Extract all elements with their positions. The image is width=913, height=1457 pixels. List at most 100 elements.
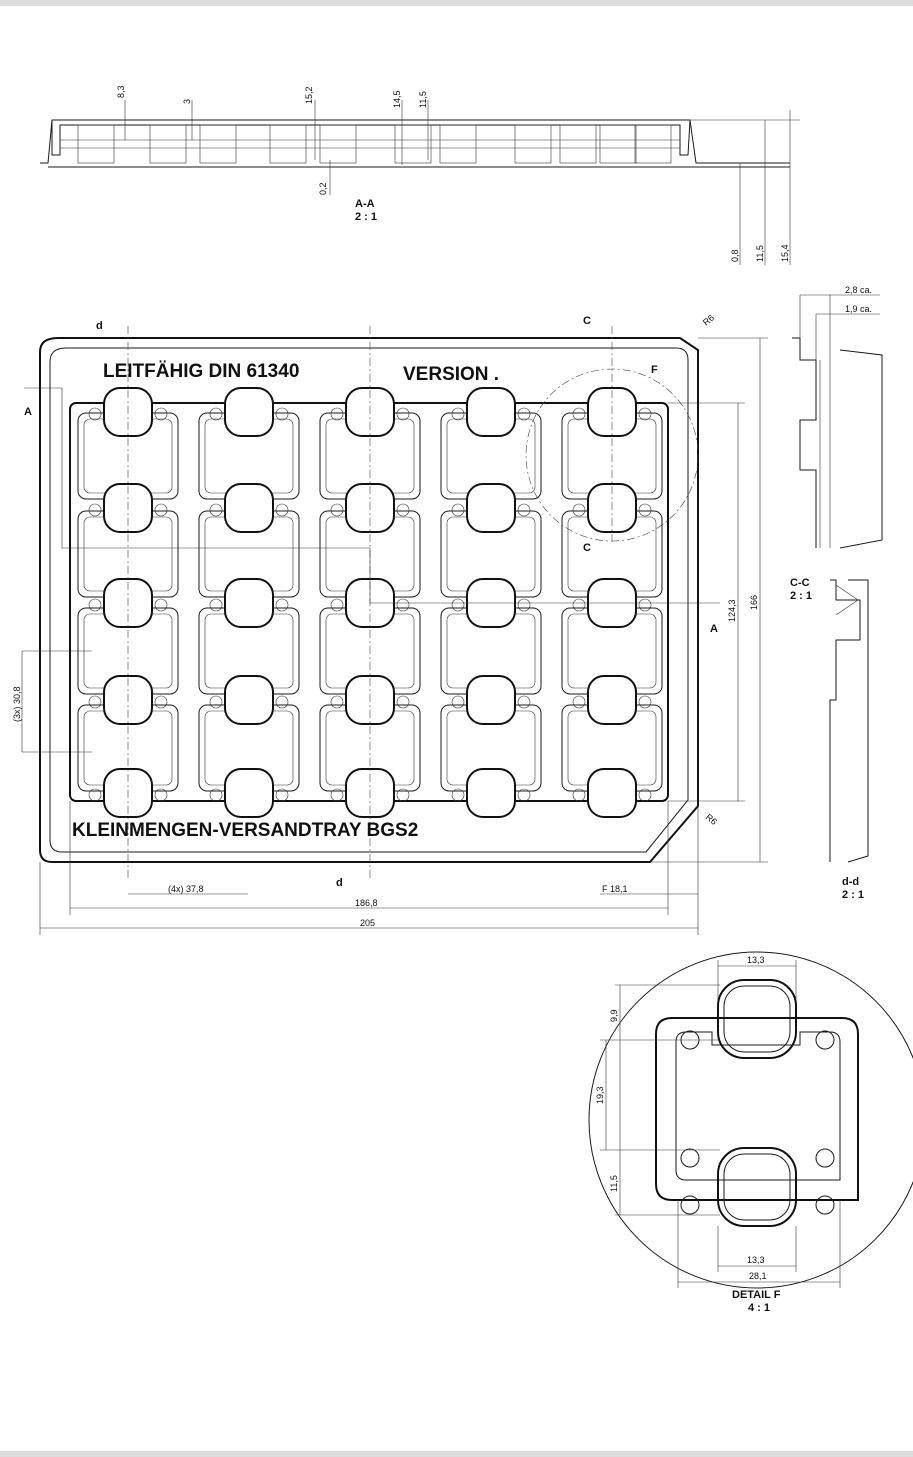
pocket-notch: [331, 696, 343, 708]
section-aa-pocket: [560, 125, 596, 163]
section-aa-title: A-A: [355, 198, 375, 210]
cut-c-bottom: C: [583, 542, 591, 554]
section-aa-pocket: [395, 125, 431, 163]
pocket-notch: [573, 599, 585, 611]
dim-inner-width: 186,8: [355, 898, 378, 908]
pocket-notch: [89, 504, 101, 516]
radius-bottom: R6: [704, 812, 719, 827]
marking-product: KLEINMENGEN-VERSANDTRAY BGS2: [72, 820, 418, 841]
section-aa-pocket: [78, 125, 114, 163]
detail-dim-lower: 11,5: [609, 1175, 619, 1192]
pocket-notch: [276, 408, 288, 420]
pocket-locator: [225, 579, 273, 627]
pocket-notch: [210, 408, 222, 420]
dim-inner-height: 124,3: [727, 599, 737, 622]
section-dd-title: d-d: [842, 876, 859, 888]
pocket-notch: [331, 504, 343, 516]
section-aa-pocket: [270, 125, 306, 163]
pocket-notch: [89, 696, 101, 708]
pocket-notch: [155, 408, 167, 420]
pocket-notch: [397, 504, 409, 516]
dim-pitch-y: (3x) 30,8: [12, 686, 22, 722]
pocket-locator: [467, 676, 515, 724]
pocket-locator: [588, 769, 636, 817]
section-aa-pockets: [78, 125, 671, 163]
aa-dim-0-8: 0,8: [730, 249, 740, 262]
cut-a-left: A: [24, 406, 32, 418]
detail-dim-bottom-width: 13,3: [747, 1255, 765, 1265]
pocket-notch: [210, 599, 222, 611]
cc-dim-1-9: 1,9 ca.: [845, 304, 872, 314]
pocket-notch: [573, 504, 585, 516]
detail-dim-upper: 9,9: [609, 1009, 619, 1022]
cut-d-bottom: d: [336, 877, 343, 889]
pocket-locator: [225, 484, 273, 532]
section-aa-pocket: [200, 125, 236, 163]
pocket-notch: [639, 408, 651, 420]
dim-width: 205: [360, 918, 375, 928]
pocket-notch: [155, 696, 167, 708]
cut-a-right: A: [710, 623, 718, 635]
pocket-locator: [588, 676, 636, 724]
pocket-notch: [518, 504, 530, 516]
section-aa-pocket: [150, 125, 186, 163]
section-aa-scale: 2 : 1: [355, 211, 377, 223]
pocket-locator: [467, 388, 515, 436]
section-aa-pocket: [440, 125, 476, 163]
section-cc-scale: 2 : 1: [790, 590, 812, 602]
pocket-notch: [518, 408, 530, 420]
aa-dim-8-3: 8,3: [116, 85, 126, 98]
pocket-notch: [639, 504, 651, 516]
detail-f-title: DETAIL F: [732, 1289, 781, 1301]
section-aa-pocket: [635, 125, 671, 163]
section-aa-view: 8,3 3 15,2 14,5 11,5 0,2 0,8 11,5 15,4 A…: [40, 85, 800, 265]
aa-dim-15-4: 15,4: [780, 244, 790, 262]
pocket-notch: [573, 696, 585, 708]
pocket-notch: [639, 599, 651, 611]
pocket-locator: [467, 769, 515, 817]
section-aa-pocket: [320, 125, 356, 163]
pocket-notch: [276, 504, 288, 516]
pocket-notch: [397, 696, 409, 708]
pocket-notch: [210, 504, 222, 516]
marking-version: VERSION .: [403, 364, 499, 385]
pocket-notch: [452, 696, 464, 708]
aa-dim-11-5-right: 11,5: [755, 245, 765, 262]
section-cc-dd-view: 2,8 ca. 1,9 ca. C-C 2 : 1 d-d 2 : 1: [790, 285, 882, 901]
pocket-notch: [452, 408, 464, 420]
aa-dim-0-2: 0,2: [318, 182, 328, 195]
aa-dim-11-5: 11,5: [418, 91, 428, 108]
tray-plan-view: LEITFÄHIG DIN 61340 VERSION . KLEINMENGE…: [12, 312, 768, 935]
detail-dim-pocket-width: 28,1: [749, 1271, 767, 1281]
pocket-notch: [89, 408, 101, 420]
dim-pitch-x: (4x) 37,8: [168, 884, 204, 894]
pocket-locator: [467, 484, 515, 532]
pocket-notch: [89, 599, 101, 611]
pocket-notch: [518, 599, 530, 611]
pocket-notch: [397, 599, 409, 611]
pocket-locator: [225, 388, 273, 436]
detail-f-view: 13,3 13,3 28,1 9,9 19,3 11,5 DETAIL F 4 …: [589, 952, 913, 1314]
pocket-notch: [155, 504, 167, 516]
pocket-locator: [225, 769, 273, 817]
pocket-notch: [210, 696, 222, 708]
dim-height: 166: [749, 595, 759, 610]
detail-f-scale: 4 : 1: [748, 1302, 770, 1314]
pocket-notch: [639, 696, 651, 708]
marking-din: LEITFÄHIG DIN 61340: [103, 361, 299, 382]
cut-d-top: d: [96, 320, 103, 332]
pocket-locator: [225, 676, 273, 724]
pocket-notch: [452, 504, 464, 516]
radius-top: R6: [701, 312, 716, 327]
pocket-notch: [331, 408, 343, 420]
section-aa-pocket: [600, 125, 636, 163]
pocket-notch: [397, 408, 409, 420]
aa-dim-14-5: 14,5: [392, 90, 402, 108]
pocket-notch: [331, 599, 343, 611]
cc-dim-2-8: 2,8 ca.: [845, 285, 872, 295]
pocket-notch: [573, 408, 585, 420]
detail-dim-top-width: 13,3: [747, 955, 765, 965]
dim-f: F 18,1: [602, 884, 628, 894]
aa-dim-15-2: 15,2: [304, 86, 314, 104]
